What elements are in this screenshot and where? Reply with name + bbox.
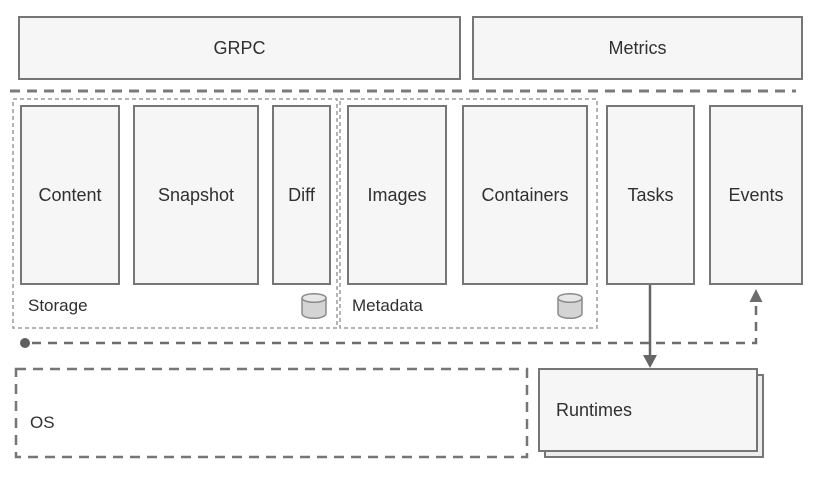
containers-label: Containers [481, 184, 569, 205]
grpc-label: GRPC [213, 37, 266, 58]
metadata-group-label: Metadata [352, 296, 423, 315]
containers-box: Containers [462, 105, 588, 285]
images-box: Images [347, 105, 447, 285]
events-box: Events [709, 105, 803, 285]
tasks-box: Tasks [606, 105, 695, 285]
diff-box: Diff [272, 105, 331, 285]
database-icon [299, 291, 329, 321]
content-label: Content [38, 184, 102, 205]
grpc-box: GRPC [18, 16, 461, 80]
runtimes-box: Runtimes [538, 368, 758, 452]
metrics-box: Metrics [472, 16, 803, 80]
metrics-label: Metrics [608, 37, 667, 58]
storage-group-label: Storage [28, 296, 88, 315]
content-box: Content [20, 105, 120, 285]
snapshot-box: Snapshot [133, 105, 259, 285]
diff-label: Diff [288, 184, 315, 205]
arrow-up-icon [749, 289, 763, 302]
images-label: Images [367, 184, 427, 205]
arrow-down-icon [643, 355, 657, 368]
os-box-outline [14, 367, 529, 459]
tasks-label: Tasks [627, 184, 674, 205]
line-start-dot-icon [20, 338, 30, 348]
os-label: OS [30, 413, 55, 432]
events-label: Events [728, 184, 784, 205]
snapshot-label: Snapshot [157, 184, 235, 205]
runtimes-label: Runtimes [556, 399, 633, 420]
database-icon [555, 291, 585, 321]
